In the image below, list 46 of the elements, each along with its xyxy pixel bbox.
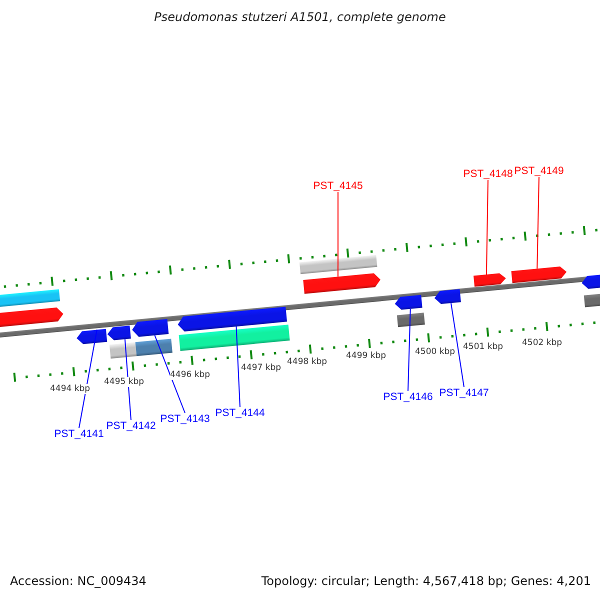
scale-label: 4495 kbp — [104, 377, 144, 387]
gene-label: PST_4146 — [383, 391, 433, 403]
gene-feature — [582, 274, 600, 289]
scale-label: 4497 kbp — [241, 363, 282, 373]
leader-line — [154, 334, 186, 414]
gene-feature — [0, 308, 64, 328]
gene-feature — [474, 273, 506, 287]
scale-label: 4500 kbp — [415, 347, 456, 357]
gene-feature — [178, 306, 288, 332]
scale-label: 4498 kbp — [287, 357, 328, 367]
chart-title: Pseudomonas stutzeri A1501, complete genome — [153, 10, 447, 24]
leader-line — [408, 308, 411, 392]
gene-label: PST_4147 — [439, 387, 489, 399]
scale-label: 4499 kbp — [346, 351, 386, 361]
gene-feature — [511, 266, 567, 284]
scale-label: 4496 kbp — [170, 370, 210, 380]
gene-label: PST_4148 — [463, 168, 513, 180]
scale-label: 4502 kbp — [522, 338, 562, 348]
gene-feature — [434, 289, 461, 304]
gene-label: PST_4141 — [54, 428, 104, 440]
leader-line — [337, 192, 338, 278]
leader-line — [536, 176, 540, 270]
gene-label: PST_4144 — [215, 407, 265, 419]
gene-feature — [394, 294, 422, 310]
gene-bar — [178, 324, 290, 351]
accession-text: Accession: NC_009434 — [10, 574, 146, 588]
gene-label: PST_4143 — [160, 413, 210, 425]
gene-bar — [109, 342, 137, 359]
leader-line — [236, 326, 240, 408]
gene-bar — [396, 312, 425, 328]
scale-label: 4494 kbp — [50, 384, 90, 394]
genome-summary-text: Topology: circular; Length: 4,567,418 bp; Genes: 4,201 — [261, 574, 591, 588]
gene-label: PST_4142 — [106, 420, 156, 432]
gene-label: PST_4145 — [313, 180, 363, 192]
leader-line — [124, 338, 132, 420]
gene-feature — [132, 319, 169, 337]
gene-bar — [0, 289, 60, 308]
leader-line — [78, 329, 98, 428]
gene-feature — [107, 326, 131, 340]
leader-line — [486, 180, 488, 276]
gene-feature — [76, 328, 108, 344]
leader-line — [450, 302, 464, 388]
gene-bar — [584, 293, 600, 308]
gene-feature — [303, 273, 380, 294]
scale-label: 4501 kbp — [463, 342, 504, 352]
gene-label: PST_4149 — [514, 165, 564, 177]
